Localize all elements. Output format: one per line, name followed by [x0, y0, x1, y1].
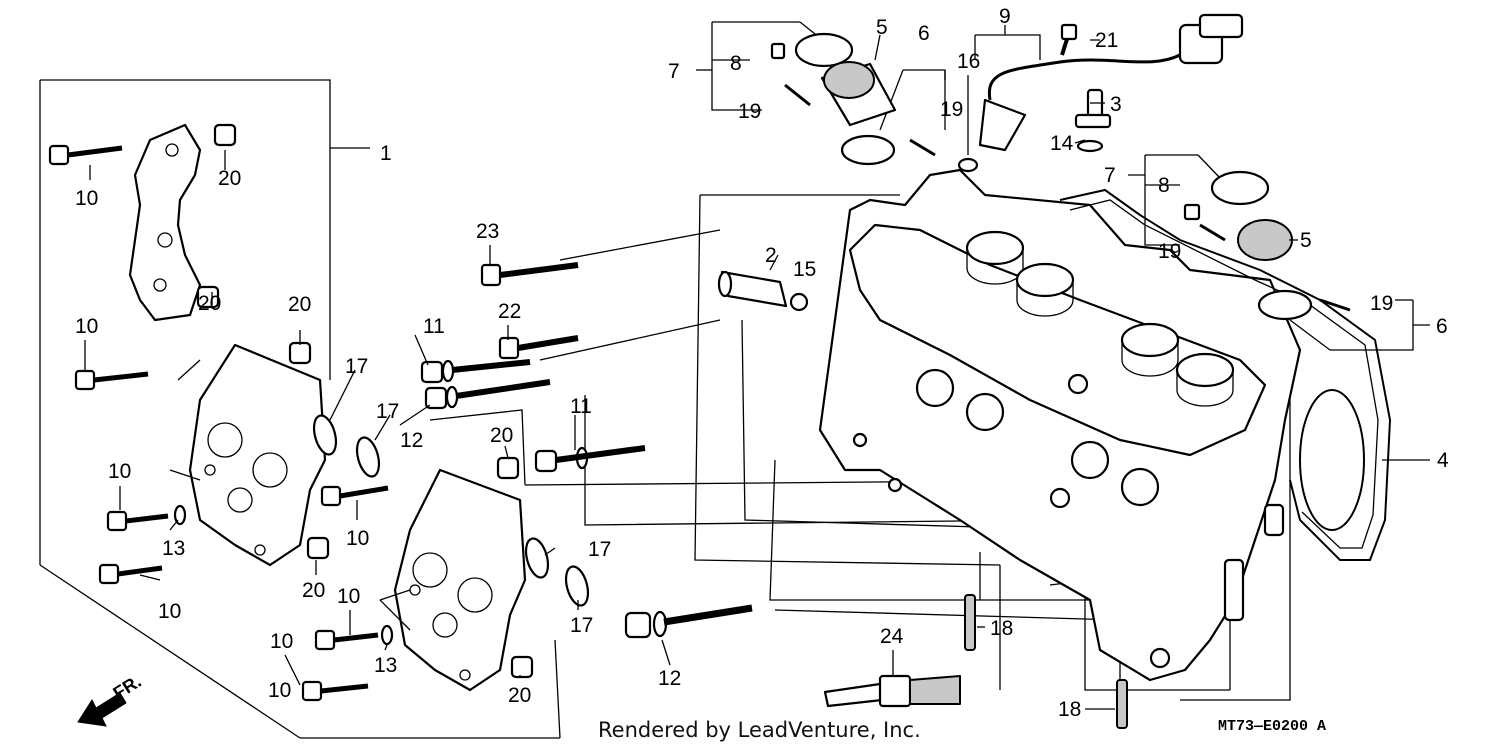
callout-label: 6: [1436, 315, 1448, 338]
credit-text: Rendered by LeadVenture, Inc.: [598, 718, 921, 742]
callout-label: 5: [876, 16, 888, 39]
callout-label: 1: [380, 142, 392, 165]
callout-label: 11: [423, 315, 445, 338]
callout-label: 11: [570, 395, 592, 418]
callout-label: 19: [1370, 292, 1393, 315]
insulator-upper: [770, 32, 936, 166]
callout-label: 10: [346, 527, 369, 550]
callout-label: 24: [880, 625, 904, 648]
callout-label: 7: [668, 60, 680, 83]
callout-leaders: [84, 34, 1298, 710]
assembly-frames: [39, 21, 1430, 739]
callout-label: 13: [162, 537, 185, 560]
callout-label: 8: [1158, 174, 1170, 197]
callout-label: 19: [1158, 240, 1181, 263]
callout-label: 17: [345, 355, 368, 378]
callout-label: 22: [498, 300, 521, 323]
callout-label: 10: [268, 679, 291, 702]
camshaft-holder-upper: [128, 123, 202, 322]
callout-label: 4: [1437, 449, 1449, 472]
callout-label: 20: [198, 292, 221, 315]
front-direction-arrow: FR.: [77, 671, 145, 727]
callout-label: 17: [588, 538, 611, 561]
callout-label: 18: [990, 617, 1013, 640]
callout-label: 23: [476, 220, 499, 243]
callout-label: 14: [1050, 132, 1074, 155]
cam-sensor: [957, 13, 1244, 173]
callout-label: 15: [793, 258, 816, 281]
callout-label: 19: [940, 98, 963, 121]
callout-label: 8: [730, 52, 742, 75]
callout-label: 3: [1110, 93, 1122, 116]
callout-label: 10: [75, 315, 98, 338]
callout-label: 12: [658, 667, 681, 690]
camshaft-holder-lower: [393, 468, 527, 692]
callout-label: 13: [374, 654, 397, 677]
insulator-lower: [1183, 170, 1351, 321]
cylinder-head: [818, 168, 1392, 682]
callout-label: 10: [108, 460, 131, 483]
callout-label: 20: [302, 579, 325, 602]
callout-label: 17: [376, 400, 399, 423]
head-bolts: [420, 262, 753, 639]
camshaft-holder-middle: [188, 343, 327, 567]
callout-label: 17: [570, 614, 593, 637]
bolts: [48, 144, 394, 702]
fitting: [1074, 88, 1112, 153]
callout-label: 9: [999, 5, 1011, 28]
callout-label: 6: [918, 22, 930, 45]
diagram-code: MT73—E0200 A: [1218, 718, 1326, 735]
callout-numbers: 1 2 3 4 5 5 6 6 7 7 8 8 9 10 10 10 10 10…: [75, 5, 1449, 721]
callout-label: 19: [738, 100, 761, 123]
studs: [964, 594, 1128, 729]
callout-label: 10: [337, 585, 360, 608]
callout-label: 20: [288, 293, 311, 316]
callout-label: 21: [1095, 29, 1118, 52]
callout-label: 20: [218, 167, 241, 190]
callout-label: 7: [1104, 164, 1116, 187]
callout-label: 18: [1058, 698, 1081, 721]
o-rings: [312, 414, 590, 607]
callout-label: 10: [270, 630, 293, 653]
callout-label: 10: [158, 600, 181, 623]
rocker-pin: [717, 270, 809, 312]
callout-label: 10: [75, 187, 98, 210]
callout-label: 20: [508, 684, 531, 707]
callout-label: 16: [957, 50, 980, 73]
callout-label: 20: [490, 424, 513, 447]
callout-label: 12: [400, 429, 423, 452]
callout-label: 5: [1300, 229, 1312, 252]
callout-label: 2: [765, 244, 777, 267]
spark-plug: [823, 674, 961, 708]
